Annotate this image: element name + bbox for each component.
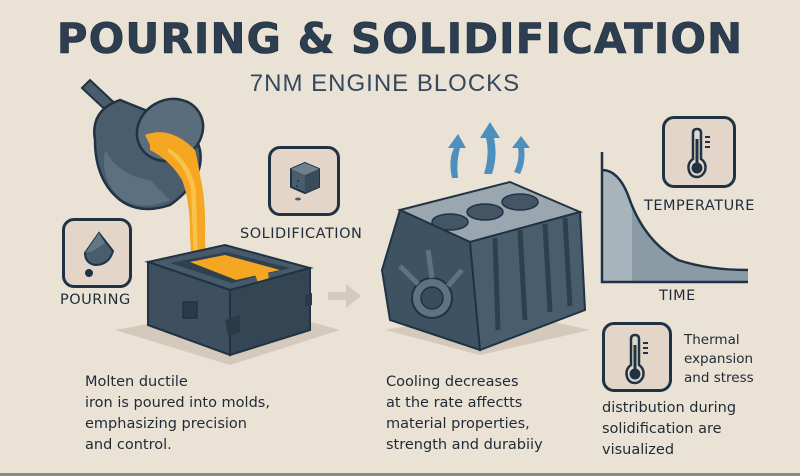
desc-line: and stress — [684, 370, 754, 386]
thermal-description-full: distribution during solidification are v… — [602, 398, 736, 461]
cube-icon — [290, 161, 320, 201]
page-title: POURING & SOLIDIFICATION — [56, 14, 744, 64]
desc-line: Thermal — [684, 332, 740, 348]
ladle-illustration — [80, 78, 206, 270]
right-arrow-icon — [328, 284, 361, 308]
desc-line: material properties, — [386, 416, 530, 432]
desc-line: solidification are — [602, 421, 722, 437]
thermal-icon-box — [602, 322, 672, 392]
temperature-label: TEMPERATURE — [644, 198, 755, 214]
desc-line: Molten ductile — [85, 374, 188, 390]
desc-line: and control. — [85, 437, 172, 453]
desc-line: visualized — [602, 442, 675, 458]
solidification-label: SOLIDIFICATION — [240, 226, 363, 242]
desc-line: Cooling decreases — [386, 374, 519, 390]
pouring-label: POURING — [60, 292, 131, 308]
solidification-icon-box — [268, 146, 340, 216]
desc-line: iron is poured into molds, — [85, 395, 270, 411]
thermometer-icon — [687, 127, 710, 179]
desc-line: strength and durabiiy — [386, 437, 543, 453]
pouring-description: Molten ductile iron is poured into molds… — [85, 372, 270, 456]
engine-block-illustration — [380, 180, 590, 355]
molten-drop-icon — [83, 231, 115, 277]
cooling-curve-chart — [600, 152, 749, 284]
thermometer-icon — [625, 333, 648, 385]
desc-line: emphasizing precision — [85, 416, 247, 432]
chart-x-axis-label: TIME — [659, 288, 696, 304]
cooling-description: Cooling decreases at the rate affectts m… — [386, 372, 543, 456]
page-subtitle: 7NM ENGINE BLOCKS — [249, 70, 521, 97]
pouring-icon-box — [62, 218, 132, 288]
thermal-description-right: Thermal expansion and stress — [684, 331, 754, 388]
heat-rising-arrows-icon — [448, 122, 530, 178]
desc-line: distribution during — [602, 400, 737, 416]
mold-illustration — [115, 243, 340, 365]
temperature-icon-box — [662, 116, 736, 188]
desc-line: expansion — [684, 351, 754, 367]
desc-line: at the rate affectts — [386, 395, 523, 411]
bottom-divider — [0, 473, 800, 476]
